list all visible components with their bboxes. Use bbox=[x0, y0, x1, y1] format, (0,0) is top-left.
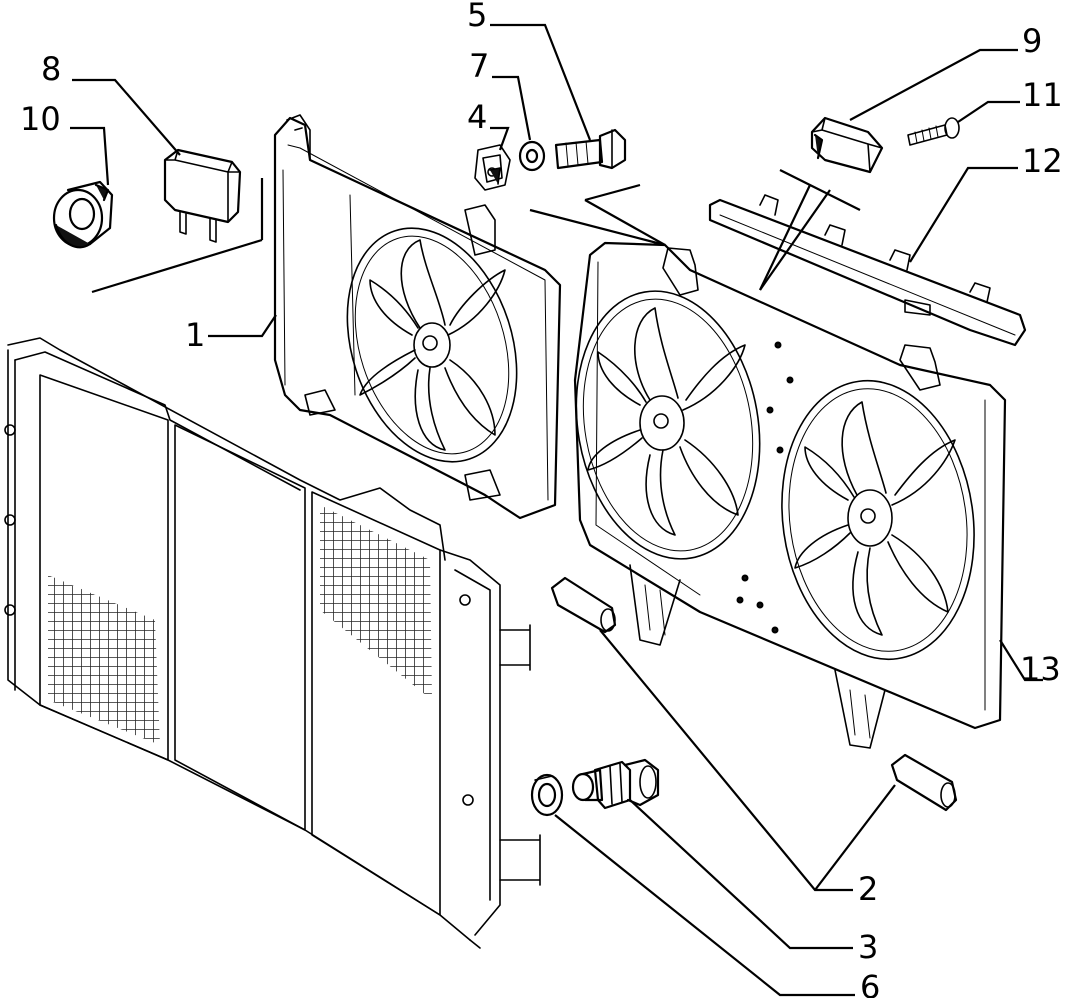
single-fan bbox=[346, 227, 518, 463]
callout-11: 11 bbox=[1022, 76, 1063, 114]
washer bbox=[518, 140, 546, 172]
callout-1: 1 bbox=[185, 316, 205, 354]
callout-5: 5 bbox=[467, 0, 487, 34]
relay bbox=[163, 148, 242, 243]
leader-lines bbox=[70, 23, 1043, 997]
rubber-clamp bbox=[52, 180, 114, 249]
clip-nut bbox=[474, 144, 511, 191]
radiator bbox=[4, 337, 541, 949]
callout-2: 2 bbox=[858, 870, 878, 908]
callout-6: 6 bbox=[860, 968, 880, 998]
callout-4: 4 bbox=[467, 98, 487, 136]
bolt bbox=[554, 128, 627, 170]
screw bbox=[907, 117, 960, 146]
gasket-ring bbox=[530, 773, 564, 817]
rubber-pad-lower bbox=[890, 753, 958, 812]
callout-9: 9 bbox=[1022, 22, 1042, 60]
connector-block bbox=[810, 116, 884, 174]
twin-fan-shroud bbox=[573, 241, 1007, 749]
rubber-pad-upper bbox=[550, 576, 617, 634]
callout-10: 10 bbox=[20, 100, 61, 138]
twin-fan-right bbox=[781, 379, 975, 661]
callout-labels: 1 2 3 4 5 6 7 8 9 10 11 12 13 bbox=[20, 0, 1063, 998]
callout-13: 13 bbox=[1020, 650, 1061, 688]
wiring-harness-bracket bbox=[708, 194, 1027, 347]
callout-3: 3 bbox=[858, 928, 878, 966]
radiator-core-mesh bbox=[48, 505, 432, 745]
twin-fan-left bbox=[575, 290, 761, 560]
callout-8: 8 bbox=[41, 50, 61, 88]
thermal-switch bbox=[571, 758, 660, 810]
callout-7: 7 bbox=[469, 47, 489, 85]
callout-12: 12 bbox=[1022, 142, 1063, 180]
single-fan-shroud bbox=[273, 114, 562, 520]
